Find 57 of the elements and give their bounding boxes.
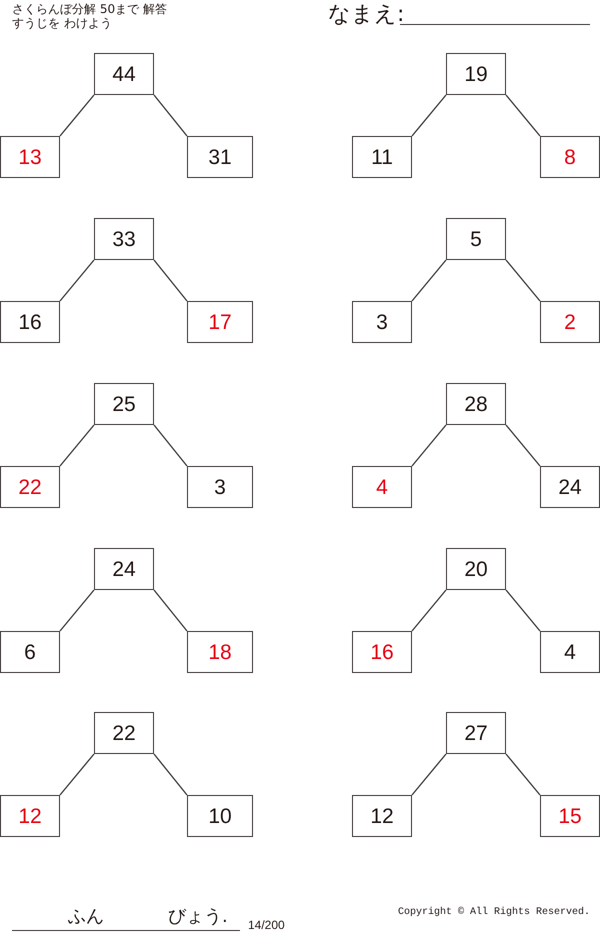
- number-box: 3: [187, 466, 253, 508]
- connector-line: [412, 754, 446, 796]
- number-box: 33: [94, 218, 154, 260]
- connector-line: [154, 754, 188, 796]
- number-box: 8: [540, 136, 600, 178]
- number-box: 27: [446, 712, 506, 754]
- connector-line: [60, 94, 94, 136]
- connector-line: [154, 94, 188, 136]
- number-box: 3: [352, 301, 412, 343]
- copyright-notice: Copyright © All Rights Reserved.: [398, 908, 590, 918]
- connector-line: [412, 94, 446, 136]
- number-box: 22: [94, 712, 154, 754]
- number-box: 16: [0, 301, 60, 343]
- connector-line: [412, 424, 446, 466]
- seconds-label: びょう.: [168, 908, 228, 926]
- number-box: 22: [0, 466, 60, 508]
- number-box: 20: [446, 548, 506, 590]
- connector-line: [506, 424, 540, 466]
- number-box: 16: [352, 631, 412, 673]
- connector-line: [60, 590, 94, 632]
- number-box: 19: [446, 53, 506, 95]
- name-label: なまえ:: [328, 4, 404, 26]
- number-box: 25: [94, 383, 154, 425]
- connector-line: [60, 754, 94, 796]
- minutes-label: ふん: [68, 908, 104, 926]
- connector-line: [154, 260, 188, 302]
- number-box: 17: [187, 301, 253, 343]
- number-box: 24: [94, 548, 154, 590]
- connector-line: [412, 590, 446, 632]
- number-box: 6: [0, 631, 60, 673]
- number-box: 4: [540, 631, 600, 673]
- number-box: 2: [540, 301, 600, 343]
- connector-line: [154, 590, 188, 632]
- connector-line: [506, 260, 540, 302]
- connector-line: [412, 260, 446, 302]
- number-box: 13: [0, 136, 60, 178]
- connector-line: [60, 260, 94, 302]
- number-box: 10: [187, 795, 253, 837]
- number-box: 31: [187, 136, 253, 178]
- connector-line: [154, 424, 188, 466]
- number-box: 28: [446, 383, 506, 425]
- number-box: 44: [94, 53, 154, 95]
- number-box: 12: [0, 795, 60, 837]
- subtitle: すうじを わけよう: [12, 17, 112, 29]
- connector-line: [506, 590, 540, 632]
- number-box: 5: [446, 218, 506, 260]
- page-number: 14/200: [248, 919, 285, 931]
- connector-line: [506, 754, 540, 796]
- number-box: 12: [352, 795, 412, 837]
- number-box: 15: [540, 795, 600, 837]
- connector-line: [60, 424, 94, 466]
- number-box: 24: [540, 466, 600, 508]
- connector-line: [506, 94, 540, 136]
- number-box: 11: [352, 136, 412, 178]
- number-box: 4: [352, 466, 412, 508]
- worksheet-title: さくらんぼ分解 50まで 解答: [12, 3, 167, 15]
- number-box: 18: [187, 631, 253, 673]
